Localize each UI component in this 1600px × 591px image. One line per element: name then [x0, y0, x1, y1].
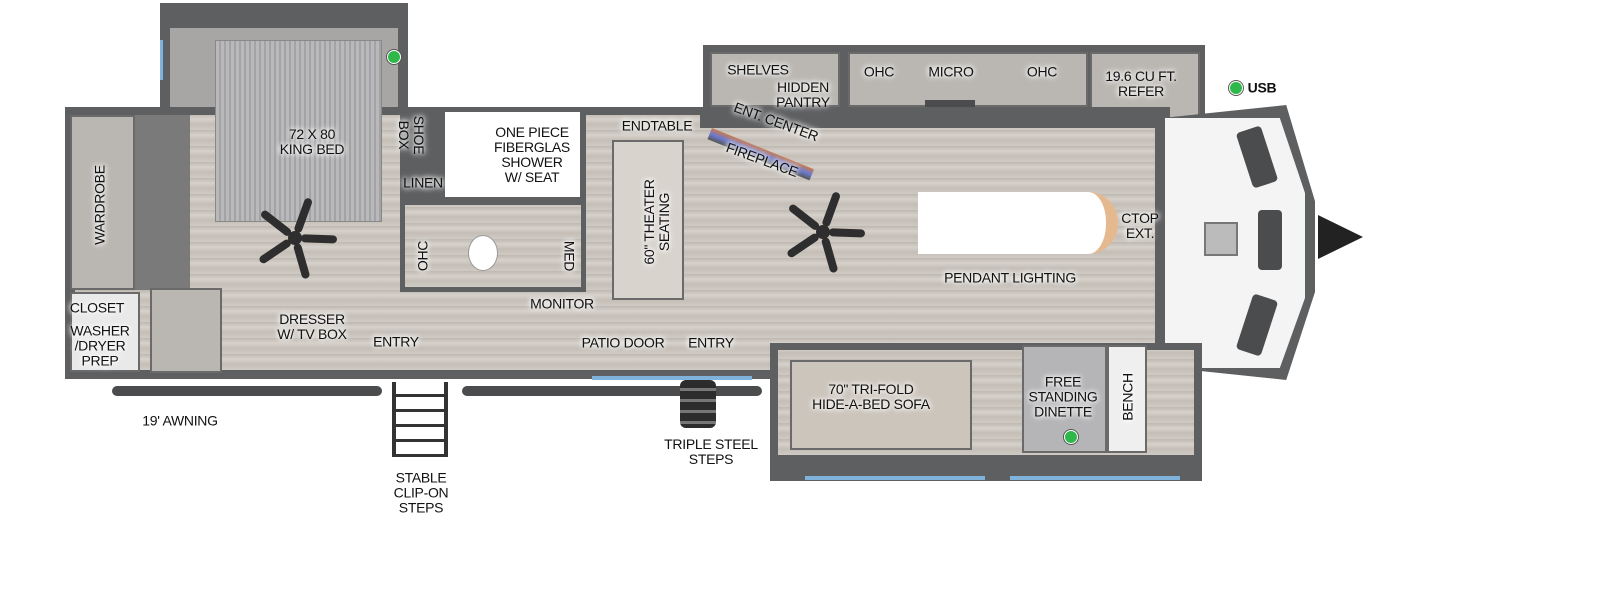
kitchen-island	[918, 192, 1118, 254]
shoe-box-label: SHOE BOX	[396, 115, 427, 155]
theater-seating-label: 60" THEATER SEATING	[641, 179, 672, 265]
patio-door-label: PATIO DOOR	[581, 334, 665, 351]
ctop-ext-label: CTOP EXT.	[1121, 210, 1159, 241]
bench-label: BENCH	[1119, 373, 1136, 421]
linen-label: LINEN	[403, 174, 443, 191]
dinette-label: FREE STANDING DINETTE	[1028, 373, 1098, 420]
king-bed	[215, 40, 382, 222]
refer-label: 19.6 CU FT. REFER	[1105, 68, 1177, 99]
shower-label: ONE PIECE FIBERGLAS SHOWER W/ SEAT	[494, 124, 570, 185]
window	[805, 476, 985, 480]
ceiling-fan-icon	[787, 192, 865, 273]
window	[592, 376, 752, 380]
rear-entry-label: ENTRY	[373, 333, 419, 350]
closet-label: CLOSET	[69, 299, 125, 316]
sofa	[790, 360, 972, 450]
ohc-right-label: OHC	[1026, 63, 1058, 80]
window	[160, 40, 163, 80]
bench	[1107, 345, 1147, 453]
shelves-cabinet	[710, 52, 840, 107]
pendant-lighting-label: PENDANT LIGHTING	[944, 269, 1076, 286]
monitor-label: MONITOR	[530, 295, 594, 312]
king-bed-label: 72 X 80 KING BED	[279, 126, 345, 157]
nightstand-usb-dot	[387, 50, 401, 64]
sofa-label: 70" TRI-FOLD HIDE-A-BED SOFA	[812, 381, 930, 412]
dinette-usb-dot	[1064, 430, 1078, 444]
washer-dryer-label: WASHER /DRYER PREP	[70, 322, 130, 369]
hidden-pantry-label: HIDDEN PANTRY	[776, 79, 830, 110]
upper-cabinets	[848, 52, 1088, 107]
awning-bar	[462, 386, 762, 396]
toilet	[468, 235, 498, 271]
micro-label: MICRO	[928, 63, 974, 80]
closet	[70, 292, 140, 372]
awning-label: 19' AWNING	[142, 412, 218, 429]
hitch	[1318, 215, 1363, 259]
usb-legend-label: USB	[1247, 79, 1277, 96]
bath-ohc-label: OHC	[414, 240, 431, 272]
med-label: MED	[561, 240, 578, 272]
ceiling-fan-icon	[259, 198, 337, 279]
main-entry-label: ENTRY	[688, 334, 734, 351]
wardrobe-label: WARDROBE	[91, 165, 108, 245]
theater-seating	[612, 140, 684, 300]
window	[1010, 476, 1180, 480]
triple-steps-label: TRIPLE STEEL STEPS	[664, 436, 758, 467]
shelves-label: SHELVES	[727, 61, 789, 78]
wardrobe	[70, 115, 135, 290]
front-window	[1258, 210, 1282, 270]
clip-on-steps	[392, 382, 448, 457]
kitchen-sink	[1204, 222, 1238, 256]
dresser	[150, 288, 222, 373]
endtable-label: ENDTABLE	[621, 117, 693, 134]
clip-on-steps-label: STABLE CLIP-ON STEPS	[393, 469, 449, 516]
triple-steel-steps	[680, 380, 716, 428]
wardrobe-shelves	[135, 115, 190, 290]
shower	[445, 112, 580, 197]
awning-bar	[112, 386, 382, 396]
dresser-label: DRESSER W/ TV BOX	[277, 311, 347, 342]
usb-legend-dot	[1229, 81, 1243, 95]
ohc-left-label: OHC	[863, 63, 895, 80]
